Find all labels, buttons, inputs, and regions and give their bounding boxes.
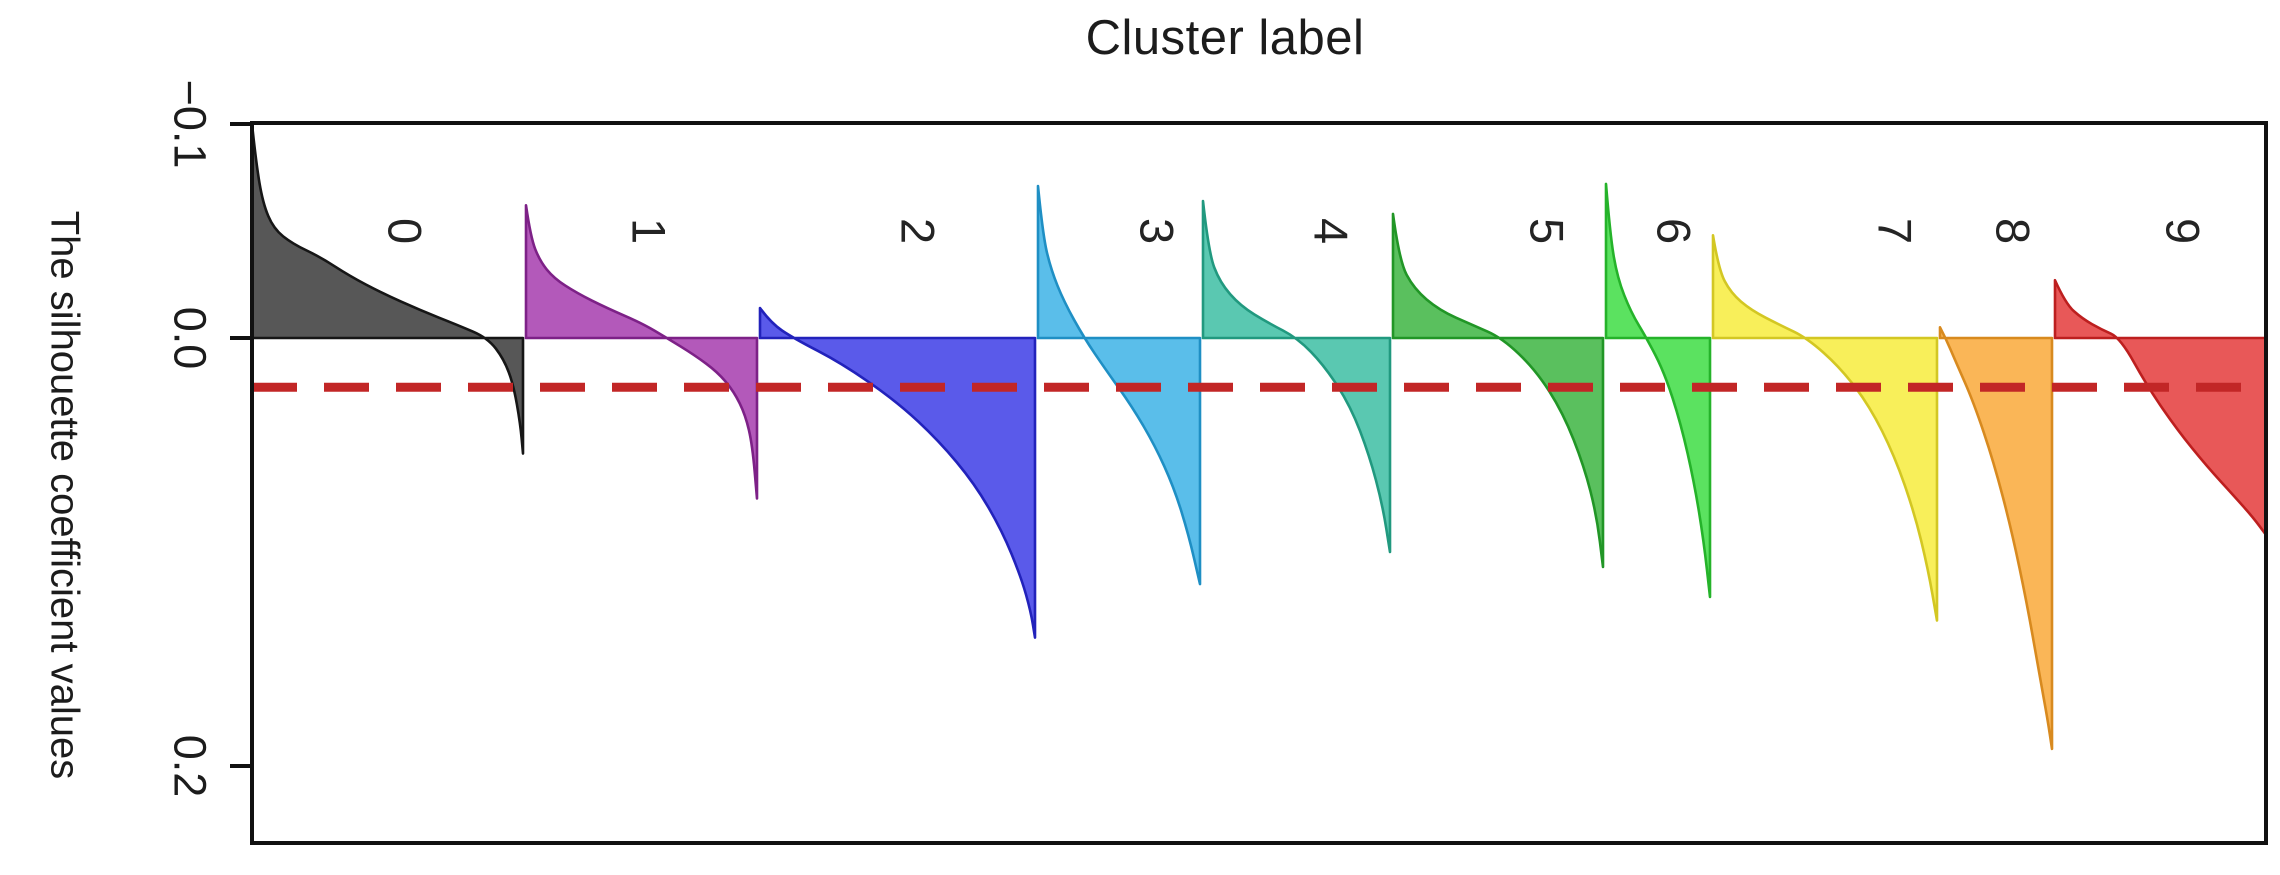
- plot-frame: [250, 121, 2268, 845]
- cluster-label-8: 8: [1987, 218, 2040, 244]
- cluster-area-9: [2053, 278, 2268, 537]
- cluster-fills-layer: [250, 122, 2268, 751]
- cluster-label-0: 0: [379, 218, 432, 244]
- chart-title: Cluster label: [1085, 11, 1365, 65]
- axes-frame-layer: [250, 121, 2268, 845]
- cluster-area-6: [1604, 182, 1712, 599]
- cluster-label-2: 2: [892, 218, 945, 244]
- cluster-label-3: 3: [1131, 218, 1184, 244]
- cluster-label-9: 9: [2157, 218, 2210, 244]
- cluster-label-5: 5: [1521, 218, 1574, 244]
- cluster-labels-layer: 0 1 2 3 4 5 6 7 8 9: [379, 218, 2210, 244]
- cluster-label-4: 4: [1305, 218, 1358, 244]
- cluster-area-1: [524, 204, 759, 500]
- cluster-area-8: [1938, 326, 2054, 751]
- cluster-area-0: [250, 122, 525, 455]
- cluster-label-1: 1: [623, 218, 676, 244]
- cluster-area-2: [758, 306, 1037, 639]
- value-tick-label-−0.1: −0.1: [165, 80, 216, 169]
- cluster-label-6: 6: [1648, 218, 1701, 244]
- value-tick-label-0.2: 0.2: [165, 735, 216, 798]
- value-tick-label-0.0: 0.0: [165, 307, 216, 370]
- axis-ticks-layer: −0.1 0.0 0.2: [165, 80, 252, 798]
- cluster-area-7: [1711, 233, 1939, 622]
- cluster-area-4: [1201, 199, 1392, 554]
- cluster-label-7: 7: [1869, 218, 1922, 244]
